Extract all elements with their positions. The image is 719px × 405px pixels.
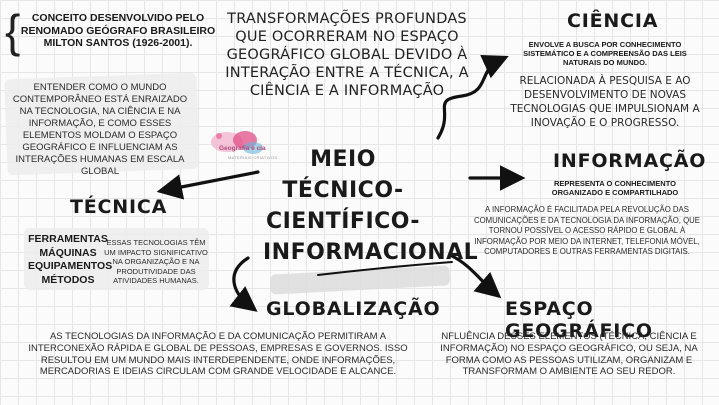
tecnica-highlight — [24, 228, 209, 290]
tecnica-item: MÁQUINAS — [39, 246, 97, 259]
globalizacao-text: AS TECNOLOGIAS DA INFORMAÇÃO E DA COMUNI… — [28, 331, 408, 378]
arrow-to-espaco — [450, 254, 502, 299]
ciencia-heading: CIÊNCIA — [567, 10, 659, 32]
globalizacao-heading: GLOBALIZAÇÃO — [266, 298, 441, 320]
tecnica-item: MÉTODOS — [41, 273, 95, 286]
tecnica-item: FERRAMENTAS — [28, 233, 108, 245]
tecnica-list: FERRAMENTAS MÁQUINAS EQUIPAMENTOS MÉTODO… — [28, 233, 113, 287]
informacao-heading: INFORMAÇÃO — [553, 150, 707, 172]
logo-world-map-icon — [211, 131, 263, 154]
main-title: TRANSFORMAÇÕES PROFUNDAS QUE OCORRERAM N… — [225, 11, 469, 99]
logo-subtitle: MATERIAIS CRIATIVOS — [228, 155, 278, 160]
informacao-text: A INFORMAÇÃO É FACILITADA PELA REVOLUÇÃO… — [473, 205, 700, 256]
ciencia-subtitle: ENVOLVE A BUSCA POR CONHECIMENTO SISTEMÁ… — [523, 40, 687, 67]
arrow-to-ciencia — [436, 54, 509, 140]
logo-name: Geografia e cia — [219, 145, 266, 152]
tecnica-heading: TÉCNICA — [70, 196, 168, 218]
espaco-heading: ESPAÇO GEOGRÁFICO — [505, 298, 653, 342]
arrow-to-tecnica — [156, 170, 260, 200]
ciencia-text: RELACIONADA À PESQUISA E AO DESENVOLVIME… — [510, 75, 700, 129]
tecnica-text: ESSAS TECNOLOGIAS TÊM UM IMPACTO SIGNIFI… — [104, 238, 208, 285]
espaco-text: NFLUÊNCIA DESSES ELEMENTOS (TÉCNICA, CIÊ… — [440, 331, 698, 378]
arrow-to-globalizacao — [229, 256, 258, 312]
brace-mark: { — [5, 5, 21, 57]
concept-title: CONCEITO DESENVOLVIDO PELO RENOMADO GEÓG… — [20, 12, 216, 49]
concept-explanation: ENTENDER COMO O MUNDO CONTEMPORÂNEO ESTÁ… — [12, 82, 188, 177]
tecnica-item: EQUIPAMENTOS — [28, 260, 113, 272]
informacao-subtitle: REPRESENTA O CONHECIMENTO ORGANIZADO E C… — [551, 179, 679, 197]
center-underline — [317, 261, 453, 276]
center-topic: MEIO TÉCNICO-CIENTÍFICO-INFORMACIONAL — [263, 147, 479, 265]
